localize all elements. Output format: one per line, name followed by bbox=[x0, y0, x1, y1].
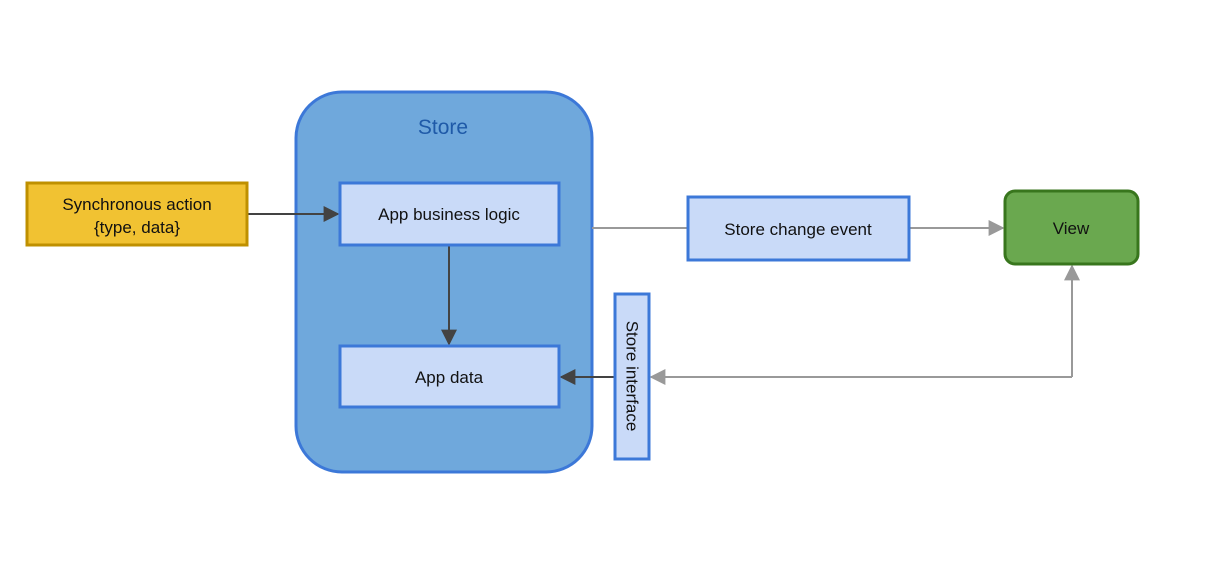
store-change-event-label: Store change event bbox=[724, 220, 872, 239]
store-interface-label: Store interface bbox=[623, 321, 642, 432]
view-label: View bbox=[1053, 219, 1090, 238]
store-container: Store bbox=[294, 90, 594, 474]
view-box: View bbox=[1003, 189, 1140, 266]
app-business-logic-box: App business logic bbox=[338, 181, 561, 247]
synchronous-action-payload: {type, data} bbox=[94, 218, 180, 237]
app-data-label: App data bbox=[415, 368, 484, 387]
app-business-logic-label: App business logic bbox=[378, 205, 520, 224]
store-change-event-box: Store change event bbox=[686, 195, 911, 262]
store-title: Store bbox=[418, 116, 468, 139]
synchronous-action-label: Synchronous action bbox=[62, 195, 211, 214]
app-data-box: App data bbox=[338, 344, 561, 409]
synchronous-action-box: Synchronous action {type, data} bbox=[25, 181, 249, 247]
store-interface-box: Store interface bbox=[613, 292, 651, 461]
